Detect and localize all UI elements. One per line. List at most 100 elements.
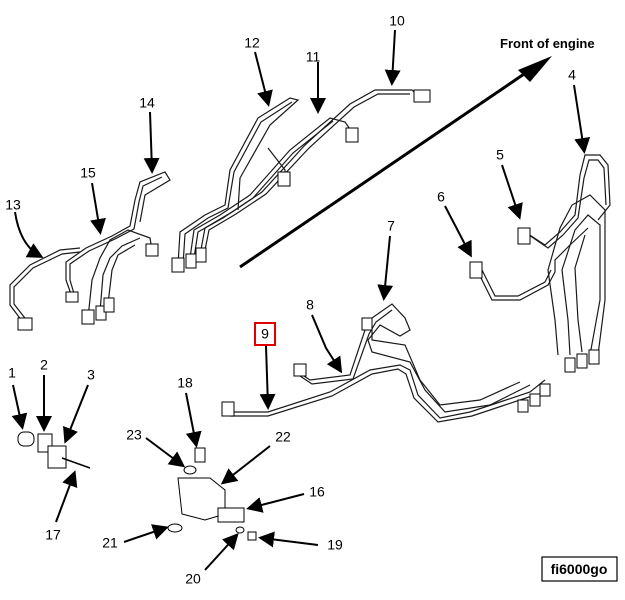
leader-9	[259, 345, 276, 410]
callout-13: 13	[5, 197, 21, 213]
callout-labels: 10 11 12 14 15 13 4 5 6 7 8 9 1 2 3 17 1…	[5, 13, 576, 587]
fitting-8	[293, 363, 307, 377]
leader-7	[377, 235, 394, 301]
fuel-line-11	[189, 117, 353, 259]
leader-22	[220, 445, 271, 485]
bolt-part-18	[194, 447, 206, 463]
leader-18	[185, 392, 202, 448]
fuel-line-12	[177, 97, 300, 266]
callout-17: 17	[45, 527, 61, 543]
grommet-part-1	[17, 431, 35, 447]
callout-10: 10	[389, 13, 405, 29]
fitting-4b	[576, 353, 588, 369]
callout-9-highlight-box	[254, 322, 276, 346]
front-of-engine-indicator: Front of engine	[239, 36, 595, 269]
leader-1	[11, 384, 28, 430]
fitting-15c	[103, 297, 115, 313]
leader-6	[444, 205, 472, 258]
callout-6: 6	[437, 189, 445, 205]
callout-1: 1	[8, 365, 16, 381]
callout-7: 7	[387, 218, 395, 234]
fuel-line-group-4-5-6	[469, 154, 611, 373]
clamp-assembly-1-2-3-17	[17, 431, 91, 469]
leader-23	[145, 437, 186, 468]
fitting-15a	[81, 309, 95, 325]
fitting-11b	[345, 127, 359, 143]
fitting-4a	[564, 357, 576, 373]
leader-17	[55, 470, 78, 523]
bracket-assembly-16-23	[167, 447, 257, 541]
callout-3: 3	[87, 367, 95, 383]
fitting-4c	[588, 349, 600, 365]
leader-4	[573, 84, 591, 154]
callout-8: 8	[306, 297, 314, 313]
callout-9: 9	[261, 326, 269, 342]
callout-19: 19	[327, 537, 343, 553]
callout-20: 20	[185, 571, 201, 587]
leader-5	[501, 164, 523, 220]
fuel-line-7	[361, 324, 521, 406]
fuel-line-group-7-8-9	[221, 303, 551, 423]
leader-21	[123, 524, 169, 543]
front-direction-arrowhead	[518, 56, 552, 82]
fitting-7b	[529, 393, 541, 407]
callout-5: 5	[496, 147, 504, 163]
fitting-10b	[413, 89, 431, 103]
bracket-part-3	[47, 445, 67, 469]
callout-12: 12	[244, 35, 260, 51]
leader-16	[246, 493, 305, 513]
fitting-7a	[517, 399, 529, 413]
callout-18: 18	[177, 375, 193, 391]
fitting-11	[185, 253, 197, 269]
callout-15: 15	[80, 165, 96, 181]
bolt-part-19	[247, 531, 257, 541]
fitting-7c	[539, 383, 551, 397]
front-of-engine-label: Front of engine	[500, 36, 595, 51]
fuel-line-10	[199, 89, 421, 256]
fitting-10a	[195, 247, 207, 263]
leader-14	[143, 111, 160, 174]
washer-part-23	[183, 465, 197, 475]
leader-12	[254, 51, 273, 107]
leader-3	[63, 384, 89, 444]
fitting-13	[17, 317, 33, 331]
fuel-line-15	[87, 229, 153, 319]
callout-21: 21	[102, 535, 118, 551]
fuel-line-4b	[547, 194, 606, 356]
fuel-line-group-10-11-12	[171, 89, 431, 273]
bolt-part-17	[61, 457, 91, 469]
washer-part-21	[167, 523, 183, 533]
callout-4: 4	[568, 67, 576, 83]
callout-14: 14	[139, 95, 155, 111]
fitting-12b	[277, 171, 291, 187]
fitting-15b	[95, 305, 107, 321]
fuel-line-group-13-14-15	[9, 171, 171, 331]
callout-23: 23	[126, 427, 142, 443]
callout-11: 11	[306, 49, 321, 65]
leader-15	[90, 182, 106, 235]
front-direction-arrow-line	[239, 68, 531, 269]
washer-part-20	[235, 526, 245, 534]
fitting-14	[65, 291, 79, 303]
fitting-9	[221, 401, 235, 417]
callout-16: 16	[309, 484, 325, 500]
figure-id-frame	[541, 556, 618, 582]
leader-10	[384, 29, 401, 86]
callout-22: 22	[275, 429, 291, 445]
fuel-line-14	[65, 171, 171, 298]
fitting-6	[469, 261, 483, 279]
leader-13	[14, 211, 44, 258]
fitting-12	[171, 257, 185, 273]
fuel-line-9	[230, 364, 546, 419]
figure-id-label: fi6000go	[551, 561, 608, 577]
fitting-7	[361, 317, 373, 331]
figure-id-box: fi6000go	[541, 556, 618, 582]
leader-lines	[11, 29, 591, 571]
fitting-5	[517, 227, 531, 245]
fuel-line-4	[524, 154, 611, 246]
leader-8	[311, 314, 343, 374]
clamp-part-16	[217, 507, 245, 523]
leader-20	[204, 533, 239, 571]
fitting-14b	[145, 243, 159, 257]
